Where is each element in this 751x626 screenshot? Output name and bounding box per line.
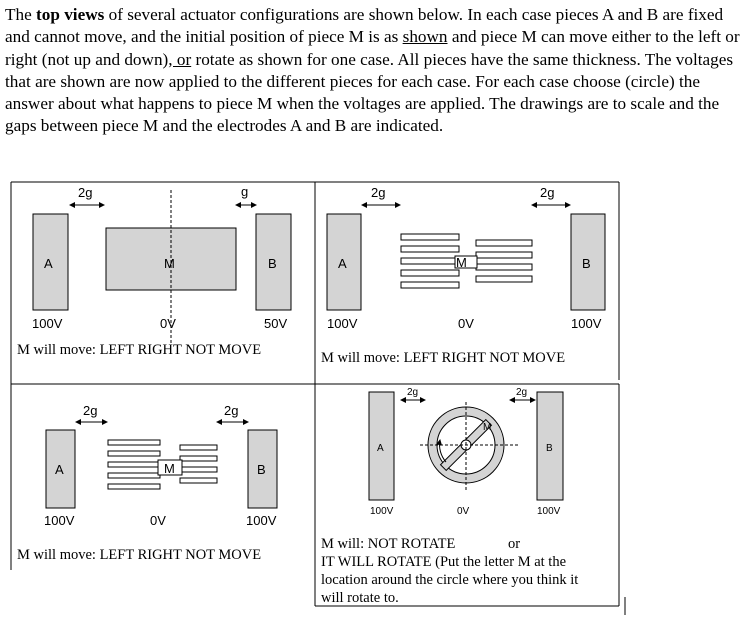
- answer-choices: M will move: LEFT RIGHT NOT MOVE: [321, 350, 565, 366]
- electrode-a: [45, 429, 76, 509]
- electrode-a: [326, 213, 362, 311]
- piece-m-label: M: [164, 256, 175, 271]
- electrode-a-label: A: [44, 256, 53, 271]
- voltage-b: 50V: [264, 316, 287, 331]
- electrode-a: [32, 213, 69, 311]
- rotate-answer: M will: NOT ROTATE: [321, 536, 455, 552]
- electrode-a-label: A: [377, 443, 384, 454]
- gap-label: 2g: [83, 403, 97, 418]
- piece-m-label: M: [164, 461, 175, 476]
- electrode-a-label: A: [55, 462, 64, 477]
- case-3: 2g 2g A B M 100V 0V 100V M will move: LE…: [17, 403, 278, 563]
- intro-underlined: , or: [168, 49, 192, 69]
- intro-text: rotate as shown for one case. All pieces…: [5, 49, 734, 136]
- rotate-instructions: location around the circle where you thi…: [321, 572, 578, 588]
- electrode-b-label: B: [546, 443, 553, 454]
- case-4: 2g 2g A B M 100V 0V 100V M will: NOT ROT…: [321, 387, 626, 615]
- rotate-or: or: [508, 536, 520, 552]
- voltage-m: 0V: [160, 316, 176, 331]
- voltage-b: 100V: [246, 513, 277, 528]
- voltage-m: 0V: [458, 316, 474, 331]
- case-1: 2g g A M B 100V 0V 50V M will move: LEFT…: [17, 184, 292, 358]
- piece-m-comb: [107, 439, 218, 490]
- intro-text: The: [5, 5, 37, 24]
- answer-choices: M will move: LEFT RIGHT NOT MOVE: [17, 342, 261, 358]
- case-2: 2g 2g A B M 100V 0V 100V M will move: LE…: [321, 185, 606, 366]
- electrode-b: [255, 213, 292, 311]
- gap-label: 2g: [224, 403, 238, 418]
- intro-underlined: shown: [402, 27, 448, 47]
- electrode-a-label: A: [338, 256, 347, 271]
- intro-text: of several actuator configurations are s…: [5, 5, 724, 47]
- piece-m-comb: [400, 233, 533, 289]
- gap-label: g: [241, 184, 248, 199]
- voltage-b: 100V: [537, 506, 561, 517]
- gap-label: 2g: [540, 185, 554, 200]
- electrode-b-label: B: [582, 256, 591, 271]
- rotate-instructions: will rotate to.: [321, 590, 399, 606]
- gap-label: 2g: [516, 387, 527, 398]
- voltage-m: 0V: [150, 513, 166, 528]
- problem-statement: The top views of several actuator config…: [5, 4, 747, 138]
- piece-m-label: M: [456, 255, 467, 270]
- voltage-m: 0V: [457, 506, 470, 517]
- electrode-b-label: B: [257, 462, 266, 477]
- gap-label: 2g: [407, 387, 418, 398]
- electrode-b-label: B: [268, 256, 277, 271]
- answer-choices: M will move: LEFT RIGHT NOT MOVE: [17, 547, 261, 563]
- voltage-b: 100V: [571, 316, 602, 331]
- voltage-a: 100V: [370, 506, 394, 517]
- voltage-a: 100V: [327, 316, 358, 331]
- electrode-b: [536, 391, 564, 501]
- electrode-b: [570, 213, 606, 311]
- intro-text: and piece M can move either to the left …: [5, 27, 740, 69]
- intro-bold: top views: [36, 5, 105, 24]
- voltage-a: 100V: [32, 316, 63, 331]
- gap-label: 2g: [78, 185, 92, 200]
- piece-m: [105, 227, 237, 291]
- electrode-b: [247, 429, 278, 509]
- electrode-a: [368, 391, 395, 501]
- rotate-instructions: IT WILL ROTATE (Put the letter M at the: [321, 554, 566, 570]
- gap-label: 2g: [371, 185, 385, 200]
- voltage-a: 100V: [44, 513, 75, 528]
- figure-grid: [10, 181, 620, 607]
- piece-m-label: M: [483, 422, 491, 433]
